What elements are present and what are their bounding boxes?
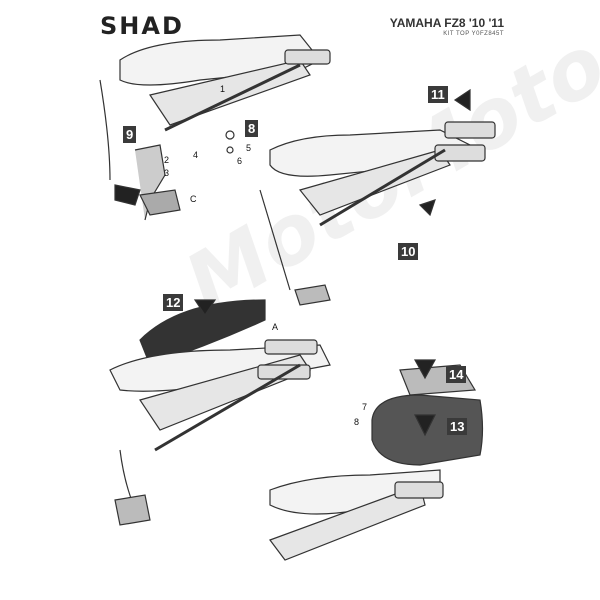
kit-code: KIT TOP Y0FZ845T <box>443 31 504 37</box>
callout-6: 6 <box>237 156 243 166</box>
callout-a: A <box>272 322 279 332</box>
callout-7: 7 <box>362 402 368 412</box>
callout-3: 3 <box>164 168 170 178</box>
callout-4: 4 <box>193 150 199 160</box>
model-title: YAMAHA FZ8 '10 '11 <box>389 16 504 30</box>
brand-logo: SHAD <box>100 12 184 40</box>
step-14-label: 14 <box>446 366 467 383</box>
step-13-label: 13 <box>447 418 468 435</box>
callout-2: 2 <box>164 155 170 165</box>
callout-c: C <box>190 194 197 204</box>
step-12-label: 12 <box>163 294 184 311</box>
step-11-label: 11 <box>428 86 448 103</box>
step-9-label: 9 <box>123 126 137 143</box>
callout-1: 1 <box>220 84 226 94</box>
step-8-label: 8 <box>245 120 259 137</box>
callout-5: 5 <box>246 143 252 153</box>
step-10-label: 10 <box>398 243 419 260</box>
callout-8-lower: 8 <box>354 417 360 427</box>
